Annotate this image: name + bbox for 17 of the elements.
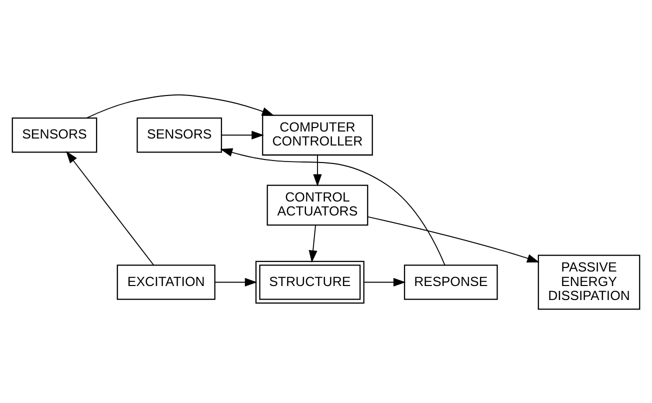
node-box: PASSIVE ENERGY DISSIPATION [538, 254, 640, 310]
node-box: SENSORS [12, 117, 98, 152]
node-box: SENSORS [136, 117, 222, 152]
arrow [220, 148, 446, 266]
node-box: STRUCTURE [255, 260, 364, 304]
arrow [313, 154, 322, 186]
arrow [214, 277, 258, 286]
node-box: RESPONSE [404, 264, 498, 300]
node-box: CONTROL ACTUATORS [266, 184, 368, 226]
arrow [66, 150, 154, 266]
arrow [308, 224, 318, 262]
arrow [367, 216, 540, 262]
node-box: EXCITATION [116, 264, 216, 300]
node-box: COMPUTER CONTROLLER [262, 114, 373, 156]
arrow [363, 277, 406, 286]
arrow [86, 94, 274, 118]
arrow [221, 130, 264, 139]
